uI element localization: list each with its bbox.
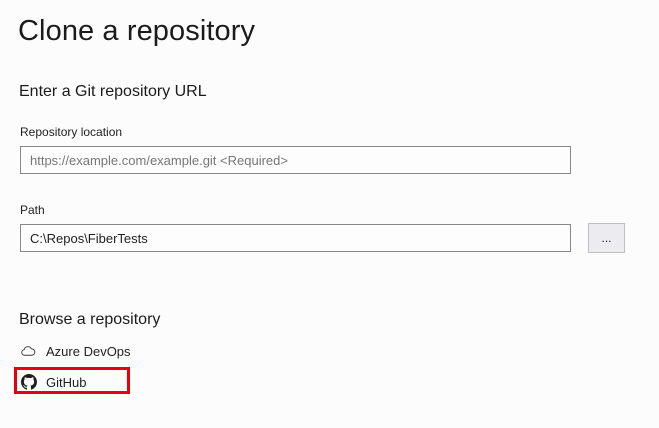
path-input[interactable]: [20, 224, 571, 252]
repo-source-label: GitHub: [46, 374, 87, 390]
browse-repository-heading: Browse a repository: [19, 311, 161, 328]
repo-source-label: Azure DevOps: [46, 343, 131, 359]
enter-url-heading: Enter a Git repository URL: [19, 83, 207, 100]
repo-source-azure-devops[interactable]: Azure DevOps: [20, 340, 131, 362]
page-title: Clone a repository: [18, 15, 256, 47]
browse-path-button[interactable]: ...: [588, 223, 625, 253]
repo-source-github[interactable]: GitHub: [20, 371, 86, 393]
github-icon: [20, 374, 37, 391]
cloud-icon: [20, 343, 37, 360]
path-label: Path: [20, 203, 45, 217]
repository-location-input[interactable]: [20, 146, 571, 174]
repository-location-label: Repository location: [20, 125, 123, 139]
